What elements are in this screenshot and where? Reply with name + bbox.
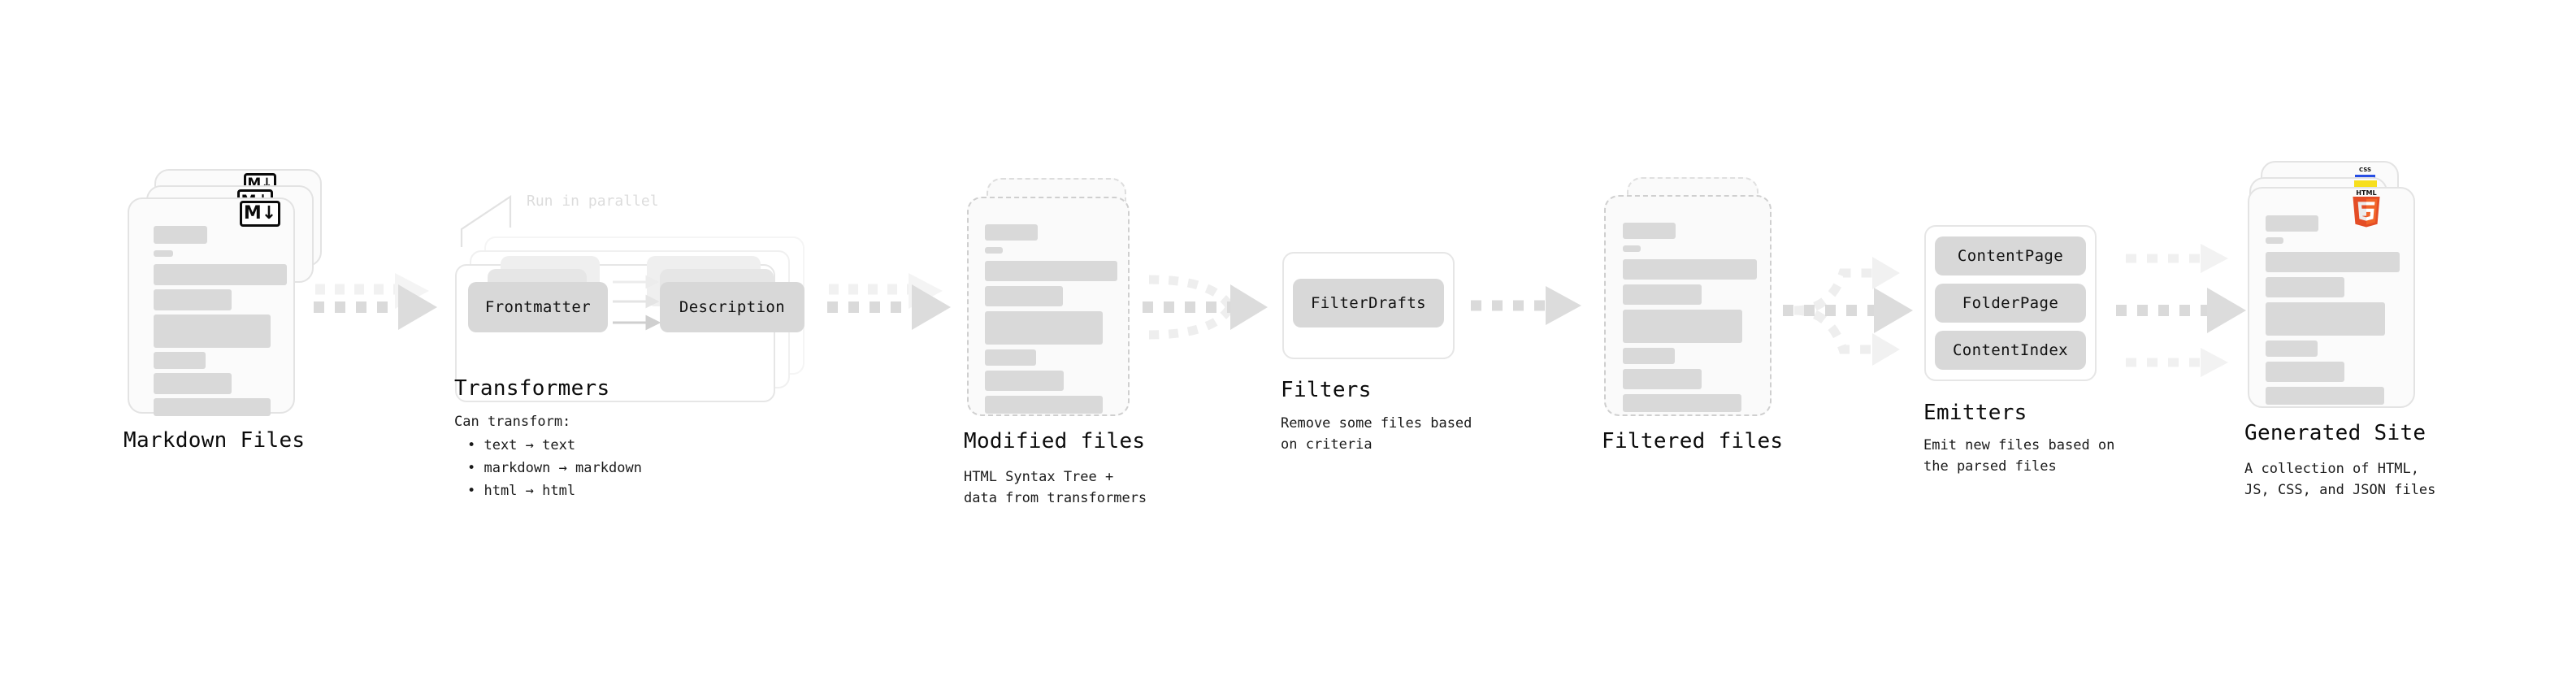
emitter-node-contentindex[interactable]: ContentIndex bbox=[1935, 331, 2086, 370]
connector-main-branch bbox=[314, 284, 437, 330]
skeleton-line-4 bbox=[1623, 348, 1675, 364]
skeleton-line-4 bbox=[154, 352, 206, 369]
transformer-node-label: Frontmatter bbox=[484, 298, 592, 316]
skeleton-subtitle bbox=[985, 247, 1003, 254]
skeleton-line-5 bbox=[1623, 369, 1702, 389]
markdown-badge-front: M↓ bbox=[240, 201, 280, 227]
generated-file-card-front bbox=[2248, 187, 2415, 408]
transformers-bullet-1: • text → text bbox=[467, 437, 576, 453]
css-badge-text: CSS bbox=[2358, 167, 2372, 173]
filtered-file-card-front bbox=[1604, 195, 1772, 416]
run-in-parallel-bracket bbox=[460, 194, 512, 247]
skeleton-line-6 bbox=[1623, 394, 1741, 412]
emitter-node-label: FolderPage bbox=[1962, 294, 2059, 312]
skeleton-line-2 bbox=[2266, 277, 2344, 297]
emitter-node-contentpage[interactable]: ContentPage bbox=[1935, 236, 2086, 275]
skeleton-heading bbox=[2266, 215, 2318, 232]
skeleton-line-1 bbox=[154, 264, 287, 285]
svg-text:HTML: HTML bbox=[2356, 189, 2376, 197]
emitter-node-folderpage[interactable]: FolderPage bbox=[1935, 284, 2086, 323]
markdown-badge-label: M↓ bbox=[243, 203, 277, 223]
connector-modified-to-filters bbox=[1143, 275, 1268, 340]
filters-description: Remove some files based on criteria bbox=[1281, 415, 1472, 453]
transformer-node-frontmatter[interactable]: Frontmatter bbox=[468, 282, 608, 332]
filters-title: Filters bbox=[1281, 378, 1372, 402]
skeleton-line-2 bbox=[154, 289, 232, 310]
skeleton-subtitle bbox=[154, 250, 173, 257]
css-badge-underline bbox=[2355, 175, 2375, 178]
emitters-title: Emitters bbox=[1923, 401, 2027, 425]
emitters-description: Emit new files based on the parsed files bbox=[1923, 437, 2115, 475]
skeleton-line-5 bbox=[154, 373, 232, 394]
skeleton-line-1 bbox=[2266, 252, 2400, 272]
css-badge: CSS bbox=[2355, 166, 2375, 179]
transformers-description: Can transform: bbox=[454, 414, 571, 430]
connector-emitters-to-site bbox=[2116, 244, 2246, 377]
skeleton-line-1 bbox=[1623, 259, 1757, 280]
skeleton-line-6 bbox=[985, 396, 1103, 414]
skeleton-heading bbox=[1623, 223, 1676, 239]
skeleton-heading bbox=[985, 224, 1038, 241]
transformer-node-description[interactable]: Description bbox=[660, 282, 804, 332]
emitter-node-label: ContentIndex bbox=[1952, 341, 2069, 359]
generated-site-description: A collection of HTML, JS, CSS, and JSON … bbox=[2244, 461, 2436, 499]
markdown-files-title: Markdown Files bbox=[124, 428, 306, 453]
skeleton-line-6 bbox=[154, 398, 271, 416]
connector-main-branch bbox=[827, 284, 951, 330]
connector-branch-middle bbox=[2116, 288, 2246, 333]
markdown-file-card-front bbox=[128, 197, 295, 416]
connector-transformers-to-modified bbox=[827, 273, 951, 330]
skeleton-heading bbox=[154, 226, 207, 244]
skeleton-line-5 bbox=[985, 371, 1064, 391]
skeleton-line-4 bbox=[2266, 340, 2318, 357]
skeleton-line-1 bbox=[985, 261, 1117, 281]
connector-branch-top bbox=[2126, 244, 2228, 273]
skeleton-line-2 bbox=[1623, 284, 1702, 305]
html5-badge-icon: HTML bbox=[2353, 189, 2380, 228]
skeleton-line-3 bbox=[154, 314, 271, 348]
skeleton-line-2 bbox=[985, 286, 1063, 306]
modified-files-description: HTML Syntax Tree + data from transformer… bbox=[964, 469, 1147, 507]
run-in-parallel-label: Run in parallel bbox=[527, 193, 659, 210]
connector-branch-bottom bbox=[2126, 348, 2228, 377]
skeleton-line-3 bbox=[2266, 302, 2385, 336]
connector-markdown-to-transformers bbox=[314, 273, 437, 330]
modified-file-card-front bbox=[967, 197, 1130, 416]
skeleton-line-3 bbox=[985, 311, 1103, 345]
skeleton-subtitle bbox=[2266, 237, 2283, 244]
transformer-inner-arrows bbox=[613, 275, 661, 331]
skeleton-line-6 bbox=[2266, 387, 2384, 405]
transformers-bullet-3: • html → html bbox=[467, 483, 576, 499]
filter-node-filterdrafts[interactable]: FilterDrafts bbox=[1293, 279, 1444, 327]
connector-filtered-to-emitters bbox=[1783, 257, 1913, 366]
skeleton-line-4 bbox=[985, 349, 1036, 366]
skeleton-subtitle bbox=[1623, 245, 1641, 252]
generated-site-title: Generated Site bbox=[2244, 421, 2426, 445]
transformers-bullet-2: • markdown → markdown bbox=[467, 460, 642, 476]
transformer-node-label: Description bbox=[679, 298, 786, 316]
emitter-node-label: ContentPage bbox=[1957, 247, 2064, 265]
filtered-files-title: Filtered files bbox=[1602, 429, 1784, 453]
transformers-title: Transformers bbox=[454, 376, 610, 401]
connector-filters-to-filtered bbox=[1471, 286, 1581, 325]
skeleton-line-5 bbox=[2266, 362, 2344, 382]
modified-files-title: Modified files bbox=[964, 429, 1146, 453]
filter-node-label: FilterDrafts bbox=[1310, 294, 1427, 312]
skeleton-line-3 bbox=[1623, 310, 1742, 343]
